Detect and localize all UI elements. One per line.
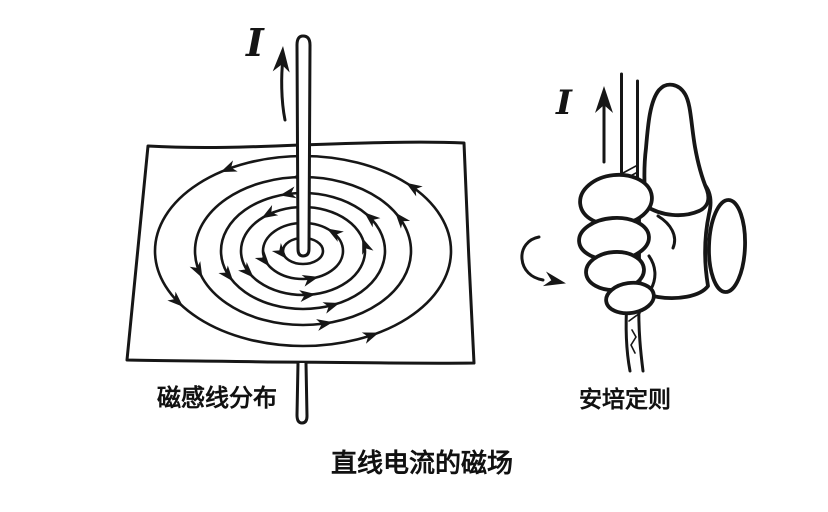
- hand-finger-pinky: [604, 280, 656, 316]
- field-direction-arrow-icon: [238, 262, 254, 278]
- hand-thumb: [642, 82, 711, 218]
- rotation-arrow-stem: [520, 235, 545, 282]
- field-direction-arrow-icon: [254, 250, 270, 267]
- field-direction-arrow-icon: [218, 265, 234, 282]
- field-direction-arrow-icon: [220, 160, 238, 173]
- right-panel-caption: 安培定则: [579, 386, 671, 412]
- current-arrow-left-icon: [272, 46, 290, 73]
- current-arrow-left-stem: [280, 56, 287, 122]
- left-panel-caption: 磁感线分布: [157, 385, 277, 412]
- rotation-arrow-icon: [542, 271, 566, 287]
- field-direction-arrow-icon: [301, 274, 319, 287]
- field-direction-arrow-icon: [362, 237, 374, 255]
- current-symbol-left: I: [246, 20, 264, 65]
- right-panel-drawing: [520, 72, 747, 373]
- field-direction-arrow-icon: [361, 332, 379, 344]
- straight-wire-upper: [295, 34, 312, 258]
- field-direction-arrow-icon: [322, 302, 340, 314]
- field-direction-arrow-icon: [189, 261, 203, 279]
- straight-wire-lower: [295, 361, 309, 425]
- left-panel-drawing: [125, 34, 476, 425]
- current-symbol-right: I: [556, 83, 572, 123]
- field-direction-arrow-icon: [326, 228, 344, 242]
- palm-crease-upper: [656, 214, 677, 250]
- field-direction-arrow-icon: [271, 243, 288, 259]
- current-arrow-right-icon: [595, 86, 613, 113]
- figure-title: 直线电流的磁场: [330, 448, 513, 478]
- gripped-wire-lower: [624, 298, 645, 373]
- field-direction-arrow-icon: [316, 319, 333, 331]
- field-direction-arrow-icon: [395, 212, 411, 229]
- field-direction-arrow-icon: [364, 212, 381, 228]
- palm-crease-lower: [647, 254, 657, 291]
- field-direction-arrow-icon: [299, 290, 316, 303]
- hand-heel: [707, 198, 747, 294]
- field-direction-arrow-icon: [261, 204, 279, 219]
- field-direction-arrow-icon: [279, 186, 297, 199]
- field-direction-arrow-icon: [167, 291, 184, 307]
- field-direction-arrow-icon: [405, 182, 423, 197]
